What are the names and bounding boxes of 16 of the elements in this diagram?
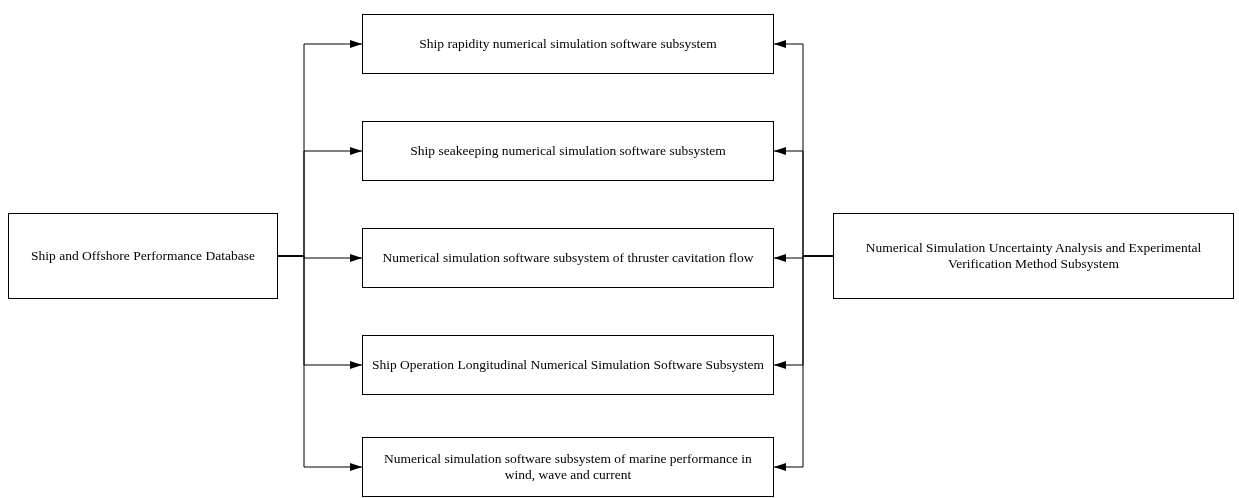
process-box bbox=[362, 14, 774, 74]
box-label: Ship seakeeping numerical simulation software subsystem bbox=[410, 142, 726, 160]
box-label: Numerical Simulation Uncertainty Analysis and Experimental Verification Method Subsystem bbox=[864, 239, 1203, 273]
process-box bbox=[362, 121, 774, 181]
process-box bbox=[8, 213, 278, 299]
box-label: Ship Operation Longitudinal Numerical Simulation Software Subsystem bbox=[371, 356, 765, 374]
process-box bbox=[362, 437, 774, 497]
process-box bbox=[362, 228, 774, 288]
arrow bbox=[277, 255, 363, 471]
arrow bbox=[773, 255, 834, 471]
box-label: Ship rapidity numerical simulation software subsystem bbox=[419, 35, 717, 53]
process-box bbox=[833, 213, 1234, 299]
box-label: Numerical simulation software subsystem of marine performance in wind, wave and current bbox=[383, 450, 753, 484]
box-label: Ship and Offshore Performance Database bbox=[31, 247, 255, 265]
box-label: Numerical simulation software subsystem of thruster cavitation flow bbox=[382, 249, 754, 267]
process-box bbox=[362, 335, 774, 395]
